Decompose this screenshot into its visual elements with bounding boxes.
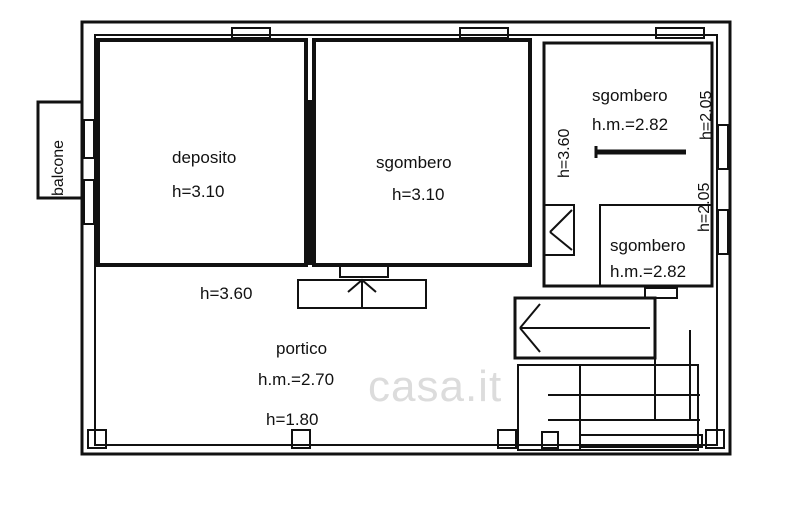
watermark: casa.it (368, 362, 503, 411)
height-deposito: h=3.10 (172, 182, 225, 201)
dim-vertical-right-mid: h=2.05 (696, 182, 713, 232)
label-deposito: deposito (172, 148, 237, 167)
balcone-box (36, 100, 84, 200)
height-sgombero-main: h=3.10 (392, 185, 445, 204)
height-sgombero-top-right: h.m.=2.82 (592, 115, 669, 134)
dim-passage-height: h=3.60 (200, 284, 253, 303)
height-portico: h.m.=2.70 (258, 370, 335, 389)
label-sgombero-bottom-right: sgombero (610, 236, 686, 255)
label-sgombero-main: sgombero (376, 153, 452, 172)
outer-wall (80, 20, 732, 456)
room-sgombero-bottom-right (599, 204, 713, 287)
label-balcone: balcone (50, 139, 67, 196)
height-sgombero-bottom-right: h.m.=2.82 (610, 262, 687, 281)
door-frame-right (543, 204, 575, 256)
label-portico: portico (276, 339, 328, 358)
dim-vertical-left: h=3.60 (556, 128, 573, 178)
dim-vertical-right-top: h=2.05 (698, 90, 715, 140)
low-height-portico: h=1.80 (266, 410, 319, 429)
room-sgombero-main (312, 38, 532, 267)
label-sgombero-top-right: sgombero (592, 86, 668, 105)
room-deposito (96, 38, 308, 267)
